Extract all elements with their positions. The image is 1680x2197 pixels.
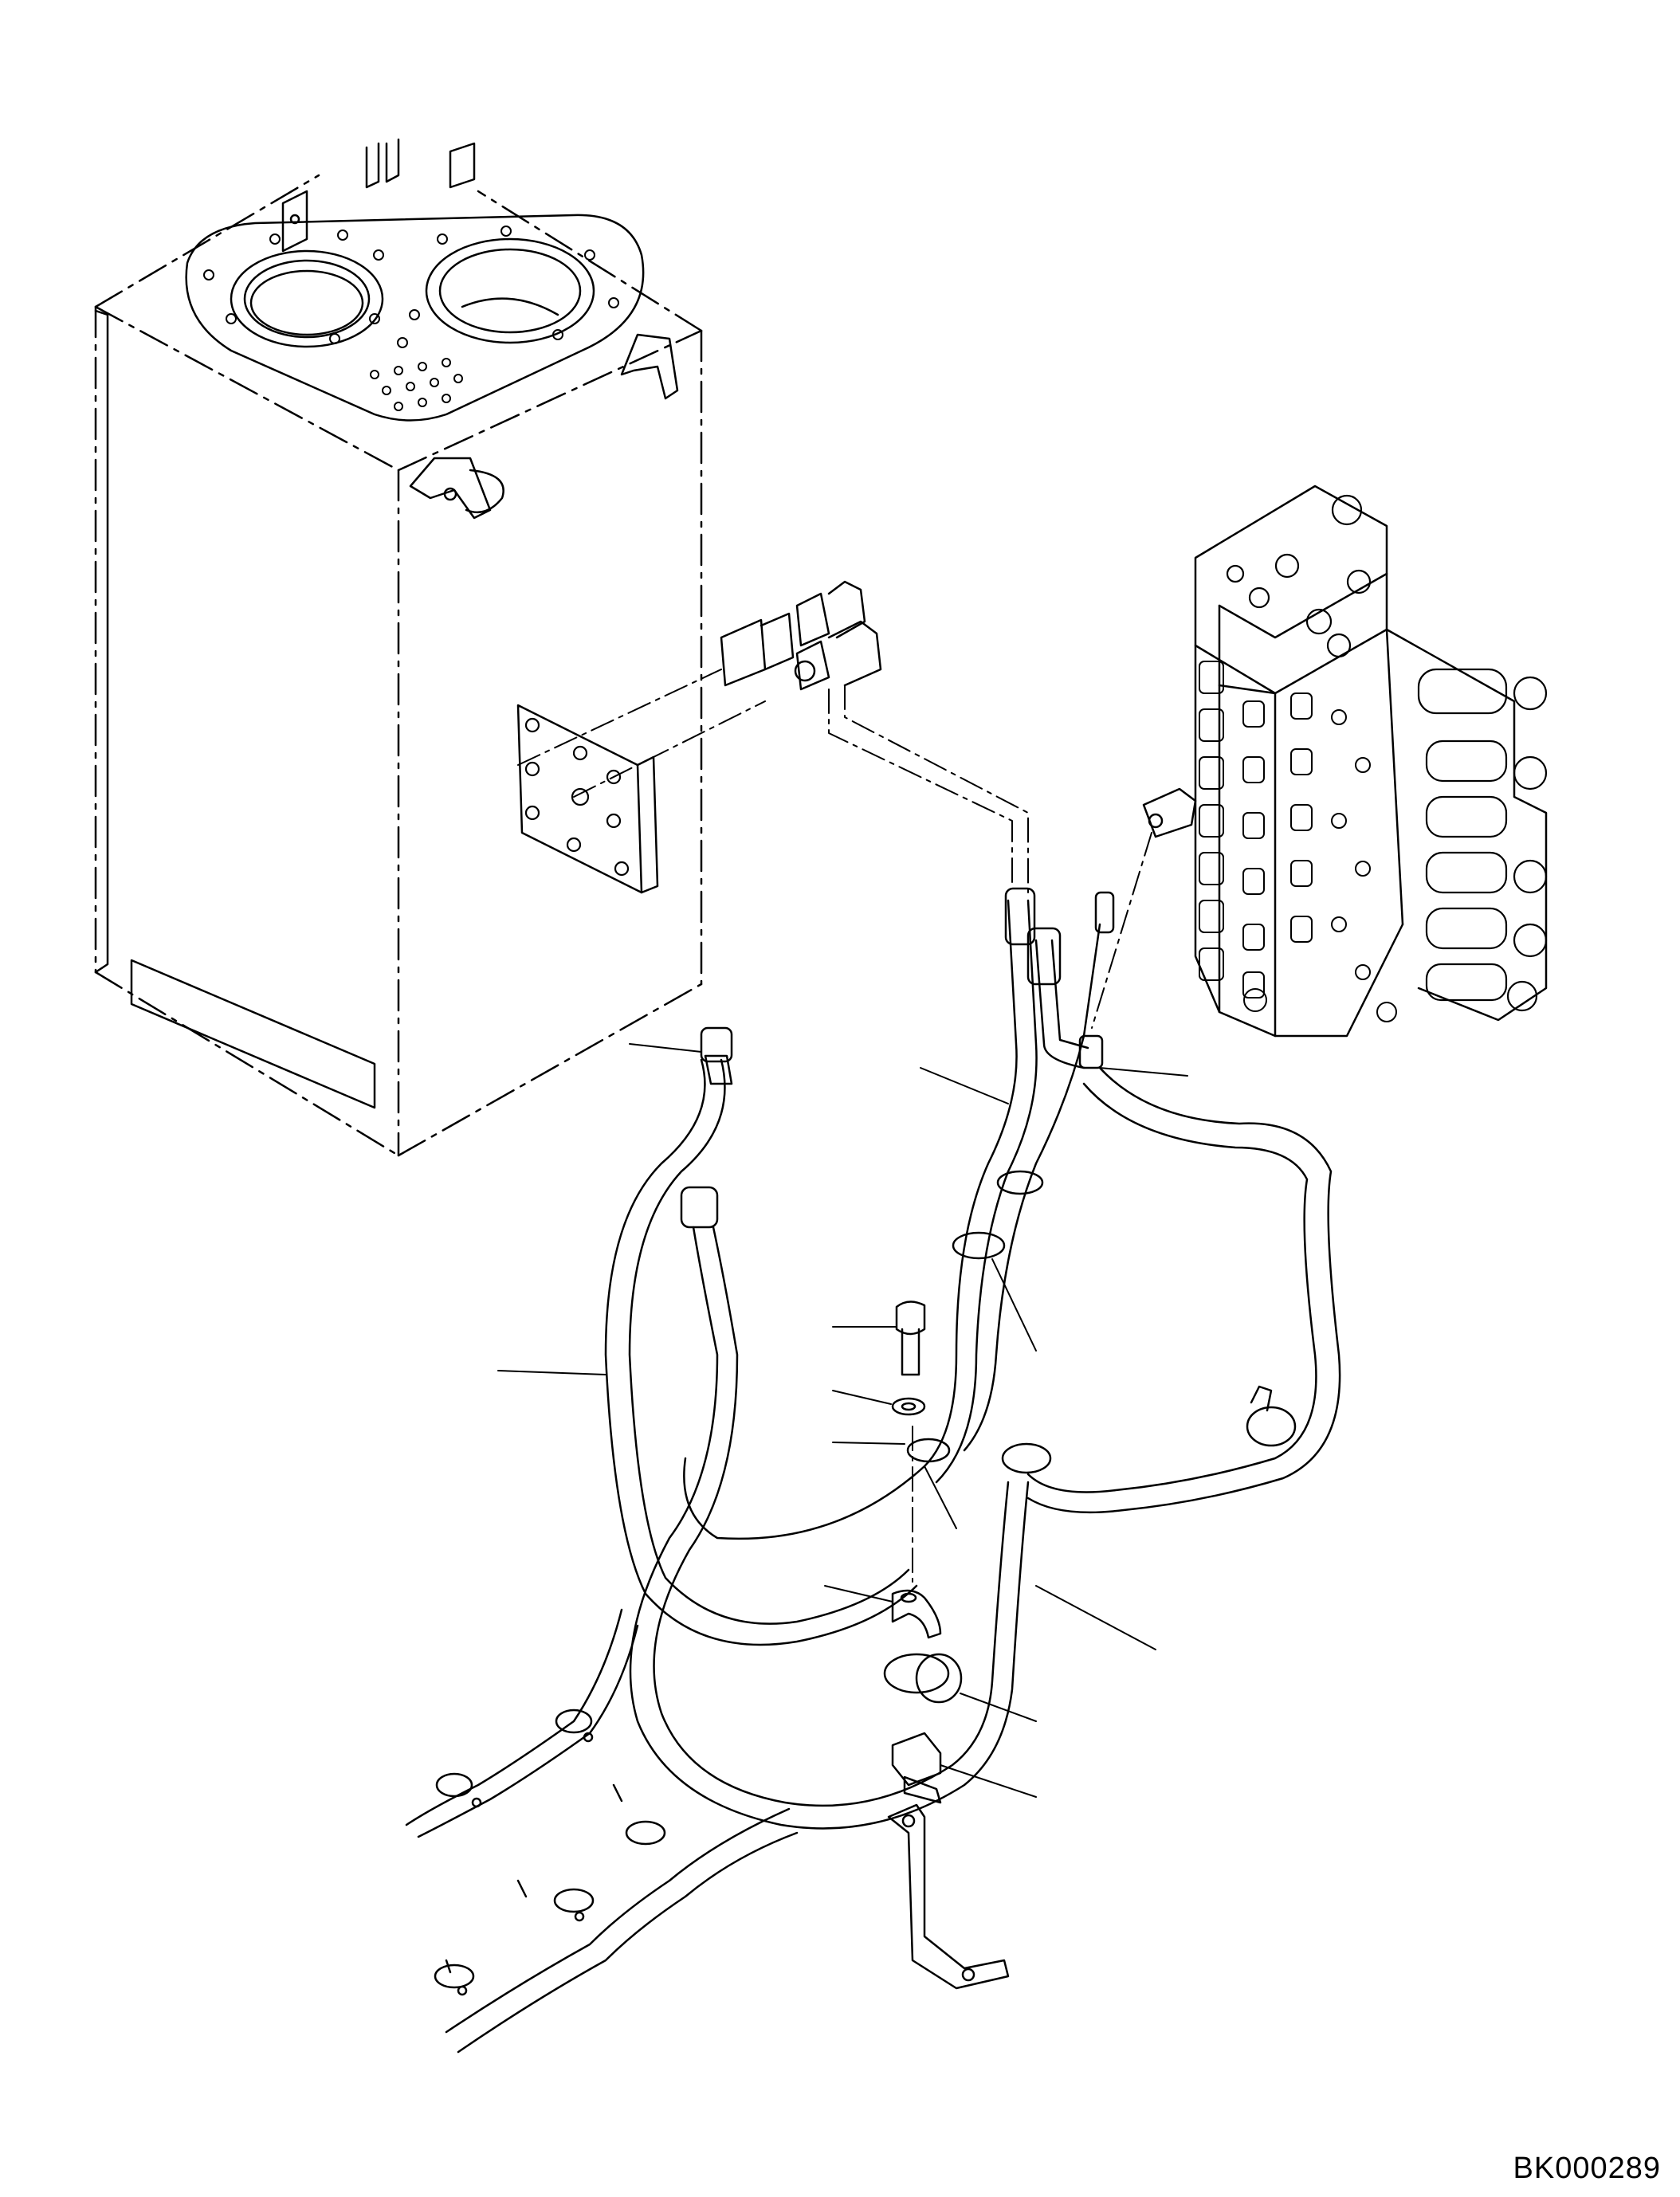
hose-clamp — [434, 1170, 1297, 1996]
phantom-routing-lines — [517, 669, 1152, 1583]
tank-fittings — [720, 580, 882, 691]
hose-assembly — [405, 899, 1341, 2054]
control-valve — [1142, 485, 1548, 1038]
washer — [891, 1397, 926, 1416]
callout-leaders — [497, 1043, 1188, 1798]
hydraulic-tank — [94, 138, 703, 1157]
bolt — [895, 1301, 926, 1376]
clamp-half — [891, 1589, 942, 1639]
drawing-reference-code: BK000289 — [1513, 2152, 1661, 2185]
tank-port-flange — [516, 704, 659, 894]
hose-fittings — [680, 887, 1115, 1229]
mounting-bracket — [887, 1732, 1010, 1990]
